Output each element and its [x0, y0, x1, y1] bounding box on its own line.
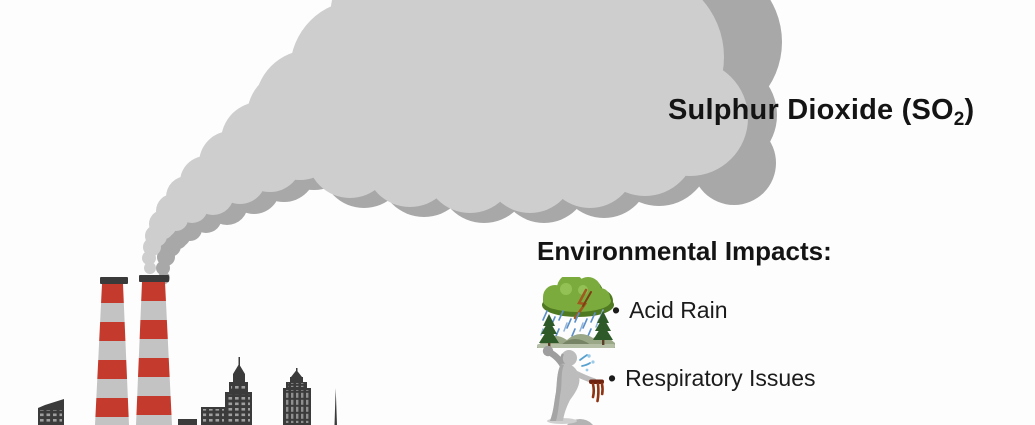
respiratory-issues-icon — [536, 344, 614, 425]
smoke-plume-icon — [142, 0, 782, 284]
title-suffix: ) — [964, 94, 975, 126]
acid-rain-icon — [533, 274, 619, 355]
impact-label-acid-rain: Acid Rain — [629, 297, 728, 323]
smokestack-icon — [95, 275, 172, 425]
city-skyline-icon — [38, 357, 337, 425]
bullet-marker: • — [612, 297, 621, 323]
title-prefix: Sulphur Dioxide (SO — [668, 94, 954, 126]
impact-item-acid-rain: • Acid Rain — [612, 297, 728, 324]
title-subscript: 2 — [953, 109, 965, 130]
impact-item-respiratory: • Respiratory Issues — [608, 365, 816, 392]
bullet-marker: • — [608, 365, 617, 391]
impacts-heading: Environmental Impacts: — [537, 236, 832, 266]
page-title: Sulphur Dioxide (SO2) — [668, 94, 974, 131]
impact-label-respiratory: Respiratory Issues — [625, 365, 816, 391]
